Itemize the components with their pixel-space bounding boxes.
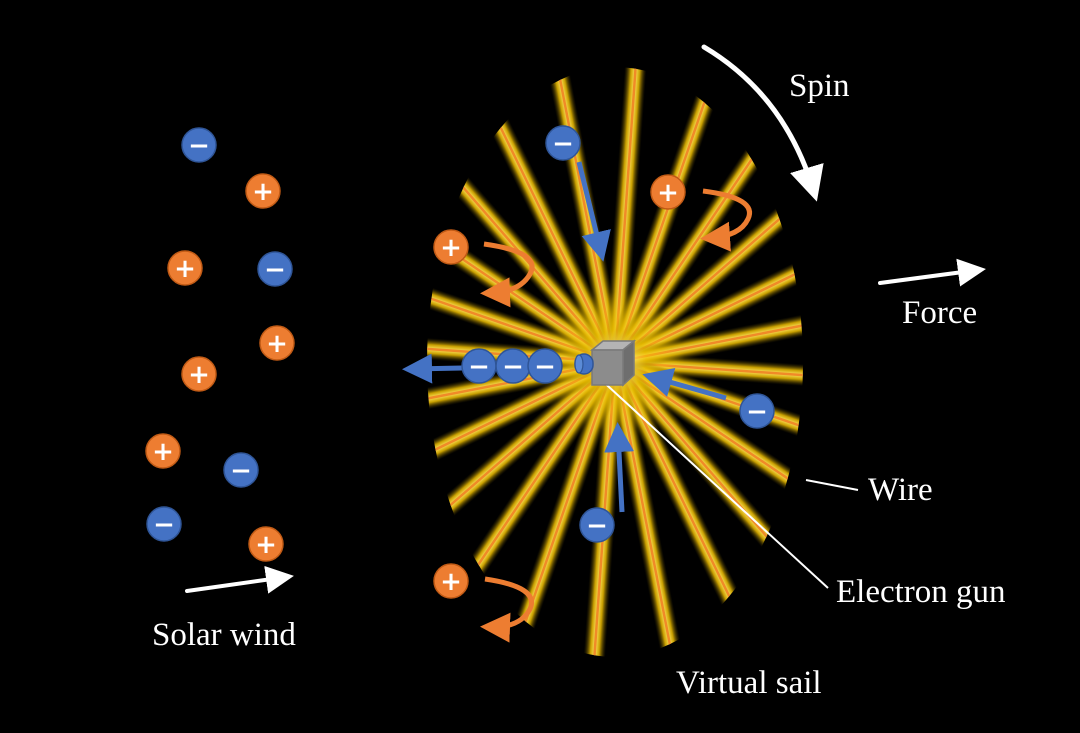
- proton-particle: +: [167, 250, 203, 286]
- minus-sign: −: [502, 352, 524, 382]
- virtual-sail-label: Virtual sail: [676, 665, 822, 701]
- electron-arrow-top: [576, 161, 611, 262]
- electron-gun: [574, 339, 637, 387]
- proton-particle: +: [650, 174, 686, 210]
- minus-sign: −: [264, 255, 286, 285]
- electron-particle: −: [495, 348, 531, 384]
- minus-sign: −: [468, 352, 490, 382]
- minus-sign: −: [534, 352, 556, 382]
- electron-particle: −: [579, 507, 615, 543]
- proton-deflect-arrow-2: [700, 188, 752, 252]
- wire-pointer-line: [805, 479, 859, 491]
- electron-particle: −: [181, 127, 217, 163]
- electron-gun-label: Electron gun: [836, 574, 1006, 610]
- minus-sign: −: [188, 131, 210, 161]
- electron-gun-pointer-line: [596, 375, 829, 589]
- proton-deflect-arrow-1: [480, 241, 535, 308]
- plus-sign: +: [440, 567, 462, 597]
- force-label: Force: [902, 295, 978, 331]
- electron-particle: −: [146, 506, 182, 542]
- proton-particle: +: [245, 173, 281, 209]
- proton-particle: +: [433, 563, 469, 599]
- electron-particle: −: [461, 348, 497, 384]
- plus-sign: +: [440, 233, 462, 263]
- proton-particle: +: [181, 356, 217, 392]
- electron-particle: −: [257, 251, 293, 287]
- plus-sign: +: [188, 360, 210, 390]
- spin-label: Spin: [789, 68, 850, 104]
- plus-sign: +: [255, 530, 277, 560]
- spin-arrow: [701, 44, 824, 202]
- plus-sign: +: [152, 437, 174, 467]
- wire-label: Wire: [868, 472, 933, 508]
- proton-particle: +: [259, 325, 295, 361]
- electron-particle: −: [545, 125, 581, 161]
- minus-sign: −: [230, 456, 252, 486]
- plus-sign: +: [266, 329, 288, 359]
- charged-particles: −++−+++−−+−++−−+−−−: [145, 125, 775, 599]
- plus-sign: +: [252, 177, 274, 207]
- electron-particle: −: [223, 452, 259, 488]
- solar-wind-arrow: [185, 565, 294, 594]
- electron-particle: −: [527, 348, 563, 384]
- proton-particle: +: [433, 229, 469, 265]
- electron-particle: −: [739, 393, 775, 429]
- minus-sign: −: [153, 510, 175, 540]
- electron-beam-arrow: [402, 353, 463, 384]
- minus-sign: −: [746, 397, 768, 427]
- electron-arrow-right: [642, 368, 727, 401]
- plus-sign: +: [657, 178, 679, 208]
- proton-deflect-arrow-3: [480, 576, 534, 643]
- plus-sign: +: [174, 254, 196, 284]
- minus-sign: −: [586, 511, 608, 541]
- minus-sign: −: [552, 129, 574, 159]
- force-arrow: [878, 258, 986, 287]
- proton-particle: +: [248, 526, 284, 562]
- solar-wind-label: Solar wind: [152, 617, 296, 653]
- electron-arrow-bottom: [604, 422, 634, 513]
- proton-particle: +: [145, 433, 181, 469]
